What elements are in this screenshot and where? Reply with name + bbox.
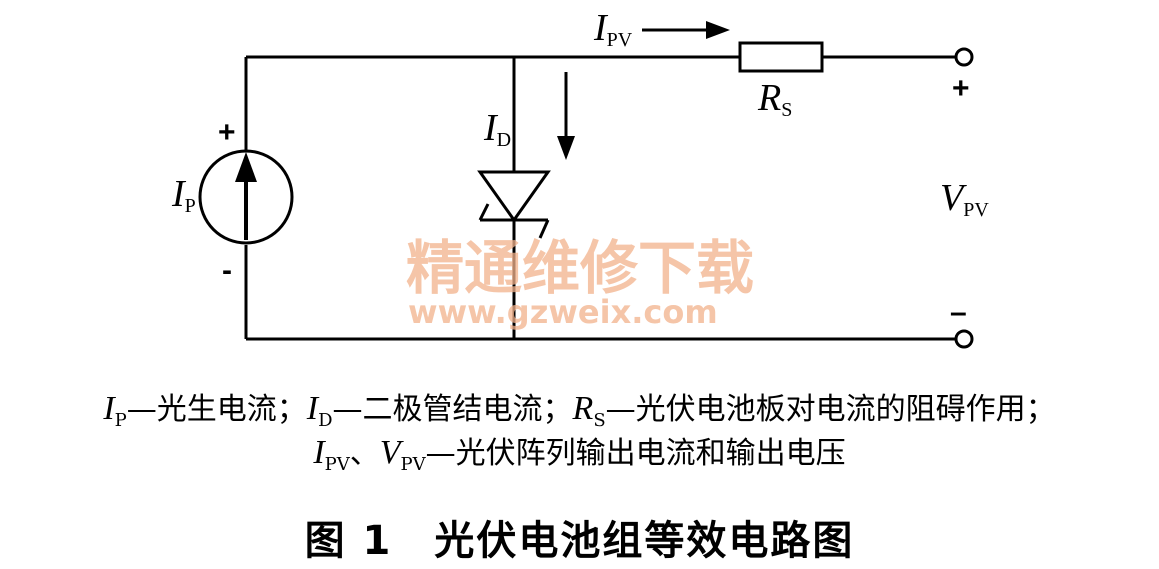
caption-symbol: I [103, 390, 115, 427]
diode-icon [477, 170, 551, 223]
caption-symbol: R [572, 390, 594, 427]
caption-symbol: I [313, 434, 325, 471]
watermark-url: www.gzweix.com [408, 293, 718, 331]
circuit-svg: IPV RS ID IP VPV + - + – 精通维修下载 www.gzwe… [171, 7, 989, 349]
terminal-positive [954, 47, 974, 67]
caption-text: —光生电流； [126, 392, 307, 427]
label-id: ID [483, 107, 511, 151]
caption-text: 、 [349, 436, 380, 471]
label-ipv: IPV [593, 7, 633, 51]
terminal-minus-sign: – [950, 296, 967, 329]
ipv-arrow-head-icon [706, 21, 730, 39]
resistor-icon [738, 41, 824, 73]
label-vpv: VPV [940, 177, 989, 221]
id-arrow-head-icon [557, 136, 575, 160]
source-minus-sign: - [222, 254, 232, 287]
caption-line-2: IPV、VPV—光伏阵列输出电流和输出电压 [0, 428, 1159, 475]
caption-subscript: P [114, 410, 127, 431]
caption-text: —光伏电池板对电流的阻碍作用； [605, 392, 1056, 427]
terminal-negative [954, 329, 974, 349]
caption-subscript: PV [324, 454, 350, 475]
diode-bar-tail [538, 219, 550, 239]
source-plus-sign: + [218, 116, 236, 149]
caption-subscript: D [318, 410, 333, 431]
source-arrow-head-icon [235, 152, 257, 182]
watermark-chinese: 精通维修下载 [406, 234, 754, 302]
caption-symbol: V [379, 434, 401, 471]
caption-text: —光伏阵列输出电流和输出电压 [425, 436, 846, 471]
caption-text: —二极管结电流； [332, 392, 573, 427]
caption-line-1: IP—光生电流；ID—二极管结电流；RS—光伏电池板对电流的阻碍作用； [0, 384, 1159, 431]
caption-subscript: S [593, 410, 606, 431]
terminal-plus-sign: + [952, 72, 970, 105]
caption-symbol: I [306, 390, 319, 427]
diode-bar-tail-left [478, 203, 490, 221]
label-rs: RS [757, 77, 792, 121]
label-ip: IP [171, 173, 196, 217]
caption-subscript: PV [400, 454, 426, 475]
figure-title: 图 1 光伏电池组等效电路图 [304, 518, 855, 564]
